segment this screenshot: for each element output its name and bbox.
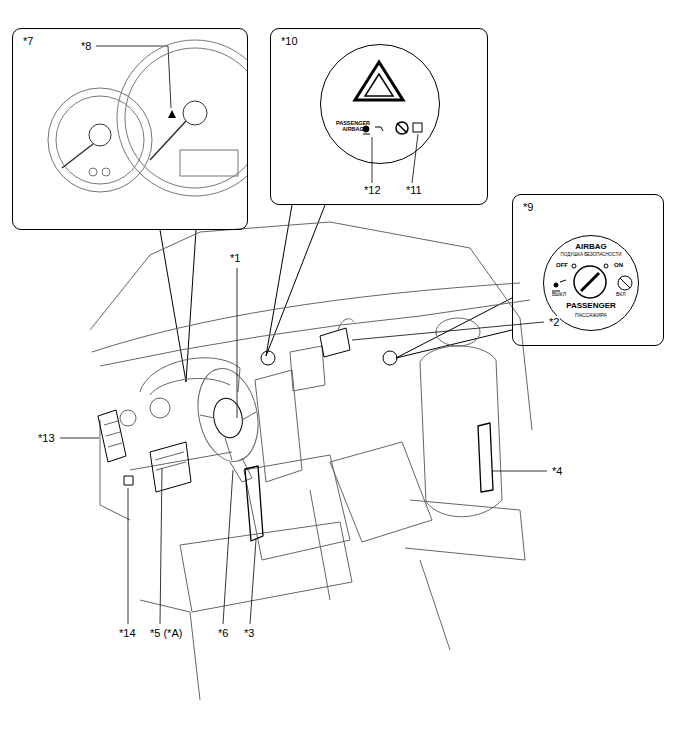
callout-number: *14: [118, 627, 137, 639]
callout-number: *13: [37, 432, 56, 444]
switch-inset: *9AIRBAGПОДУШКА БЕЗОПАСНОСТИ OFF ON ВЫКЛ ВКЛ…: [512, 194, 664, 346]
callout-number: *7: [23, 35, 33, 47]
indicator-face: PASSENGER AIRBAG: [320, 44, 440, 164]
panel-text: ВКЛ: [616, 292, 626, 298]
callout-number: *12: [363, 184, 382, 196]
callout-number: *6: [217, 627, 229, 639]
callout-number: *3: [243, 627, 255, 639]
callout-number: *2: [548, 316, 560, 328]
panel-text: AIRBAG: [544, 243, 638, 252]
callout-number: *9: [523, 201, 533, 213]
panel-text: PASSENGER AIRBAG: [333, 121, 373, 133]
panel-text: OFF: [556, 262, 568, 269]
callout-number: *8: [80, 40, 92, 52]
indicator-inset: *10PASSENGER AIRBAG: [270, 28, 488, 205]
callout-number: *11: [405, 184, 423, 196]
meter-inset: *7: [12, 28, 248, 230]
callout-number: *4: [551, 465, 563, 477]
callout-number: *1: [229, 252, 241, 264]
panel-text: ON: [614, 262, 623, 269]
callout-number: *5 (*A): [149, 627, 183, 639]
panel-text: PASSENGER: [544, 302, 638, 311]
panel-text: ВЫКЛ: [552, 292, 566, 298]
callout-number: *10: [281, 35, 298, 47]
panel-text: ПОДУШКА БЕЗОПАСНОСТИ: [544, 253, 638, 258]
